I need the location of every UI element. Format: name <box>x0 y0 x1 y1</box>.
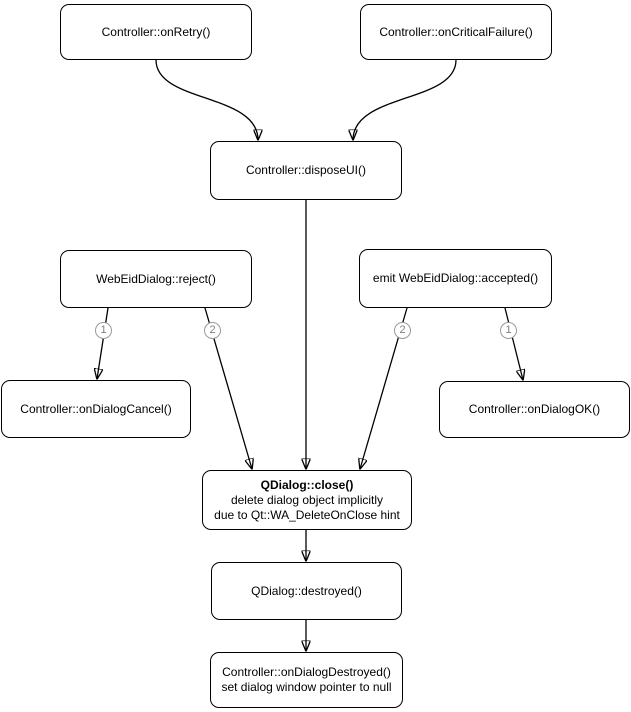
node-desc-line: delete dialog object implicitly <box>230 492 384 507</box>
node-webeiddialog-accepted: emit WebEidDialog::accepted() <box>359 249 552 308</box>
node-controller-ondialogok: Controller::onDialogOK() <box>439 381 630 438</box>
node-label: Controller::disposeUI() <box>245 163 367 177</box>
node-label: emit WebEidDialog::accepted() <box>372 271 539 285</box>
node-title: QDialog::close() <box>260 477 354 492</box>
node-desc-line: set dialog window pointer to null <box>221 680 392 694</box>
edge-oncriticalfailure-to-disposeui <box>353 59 457 140</box>
node-controller-ondialogdestroyed: Controller::onDialogDestroyed() set dial… <box>210 652 403 708</box>
edge-reject-to-ondialogcancel <box>97 307 109 379</box>
node-controller-onretry: Controller::onRetry() <box>60 4 252 60</box>
node-label: Controller::onDialogCancel() <box>20 401 172 416</box>
node-controller-disposeui: Controller::disposeUI() <box>210 141 402 200</box>
node-label: Controller::onRetry() <box>101 24 211 39</box>
node-webeiddialog-reject: WebEidDialog::reject() <box>60 250 252 308</box>
node-label: Controller::onDialogOK() <box>468 402 601 416</box>
node-label: QDialog::destroyed() <box>251 583 362 598</box>
node-qdialog-destroyed: QDialog::destroyed() <box>211 562 402 620</box>
node-desc-line: due to Qt::WA_DeleteOnClose hint <box>214 507 400 522</box>
node-qdialog-close: QDialog::close() delete dialog object im… <box>202 470 412 530</box>
edge-label-circled-1: 1 <box>500 322 517 339</box>
edge-label-circled-2: 2 <box>204 322 221 339</box>
edge-onretry-to-disposeui <box>155 59 258 140</box>
edge-label-circled-2: 2 <box>394 322 411 339</box>
node-label: Controller::onDialogDestroyed() <box>222 665 391 679</box>
node-label: Controller::onCriticalFailure() <box>379 24 533 39</box>
node-controller-oncriticalfailure: Controller::onCriticalFailure() <box>360 4 552 60</box>
node-controller-ondialogcancel: Controller::onDialogCancel() <box>1 380 191 438</box>
edge-accepted-to-ondialogok <box>504 307 523 380</box>
node-label: WebEidDialog::reject() <box>96 271 216 286</box>
edge-label-circled-1: 1 <box>95 322 112 339</box>
